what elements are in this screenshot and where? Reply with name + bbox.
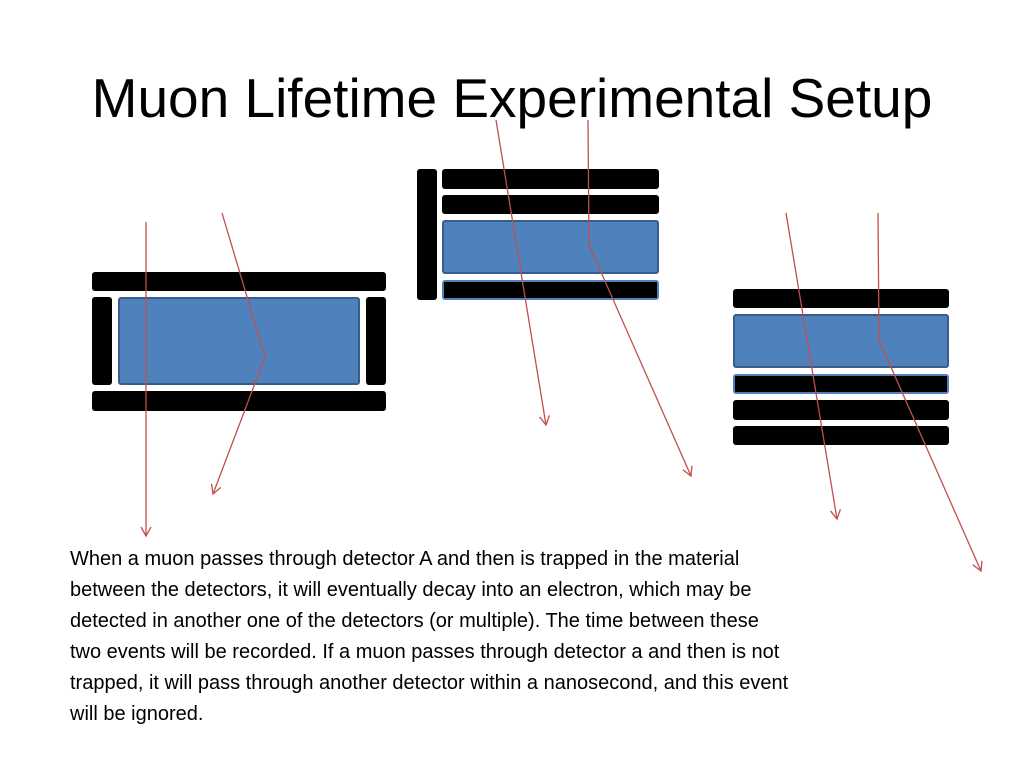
detector-bottom-bar	[733, 426, 949, 445]
muon-decay-track-right	[877, 212, 983, 573]
detector-bottom-bar	[442, 280, 659, 300]
absorber-block	[118, 297, 360, 385]
detector-top-bar	[92, 272, 386, 291]
detector-right-bar	[366, 297, 386, 385]
slide-title: Muon Lifetime Experimental Setup	[91, 67, 933, 129]
detector-fourth-bar	[733, 400, 949, 420]
detector-left-bar	[92, 297, 112, 385]
absorber-block	[733, 314, 949, 368]
detector-top-bar	[733, 289, 949, 308]
explanation-text: When a muon passes through detector A an…	[70, 548, 789, 725]
detector-side-bar	[417, 169, 437, 300]
muon-decay-track-left	[210, 212, 266, 496]
detector-bottom-bar	[92, 391, 386, 411]
setup-left	[92, 272, 386, 411]
muon-track-passthrough-middle	[495, 119, 551, 427]
particle-tracks	[140, 119, 983, 573]
detector-second-bar	[442, 195, 659, 214]
muon-track-passthrough-right	[785, 212, 842, 521]
setup-middle	[417, 169, 659, 300]
detector-top-bar	[442, 169, 659, 189]
muon-decay-track-middle	[587, 119, 693, 478]
absorber-block	[442, 220, 659, 274]
setup-right	[733, 289, 949, 445]
detector-third-bar	[733, 374, 949, 394]
